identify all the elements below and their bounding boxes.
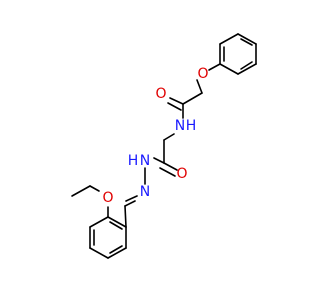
bond (153, 157, 165, 164)
bond (71, 185, 91, 197)
bond (237, 63, 257, 75)
atom-labels: O O N H O N H N O (102, 66, 208, 206)
bond (240, 61, 253, 70)
atom-hydrogen-amide: H (186, 118, 197, 134)
atom-oxygen-carbonyl: O (155, 86, 166, 102)
atom-nitrogen-hydrazide: N (140, 153, 150, 169)
bond (125, 195, 138, 202)
bond (109, 221, 123, 230)
bond (89, 216, 109, 228)
bond (208, 63, 221, 71)
bonds (71, 33, 257, 259)
bond (109, 245, 123, 254)
atom-nitrogen-imine: N (140, 184, 150, 200)
bond (219, 63, 239, 75)
atom-oxygen-ethoxy: O (102, 190, 113, 206)
bond (107, 247, 127, 259)
bond (196, 79, 203, 94)
bond (89, 185, 100, 192)
bond (163, 162, 178, 171)
bond (124, 200, 136, 207)
bond (107, 216, 127, 228)
bond (219, 33, 239, 45)
bond (89, 247, 109, 259)
bond (169, 97, 184, 105)
bond (163, 133, 175, 141)
molecule-structure-diagram: O O N H O N H N O (71, 33, 257, 259)
bond (124, 205, 127, 228)
bond (237, 33, 257, 45)
bond (159, 167, 176, 177)
atom-oxygen-ether: O (197, 66, 208, 82)
bond (167, 102, 182, 111)
atom-oxygen-carbonyl: O (176, 166, 187, 182)
bond (182, 92, 203, 105)
atom-nitrogen-amide: N (175, 118, 185, 134)
atom-hydrogen-hydrazide: H (128, 153, 139, 169)
bond (240, 38, 253, 46)
